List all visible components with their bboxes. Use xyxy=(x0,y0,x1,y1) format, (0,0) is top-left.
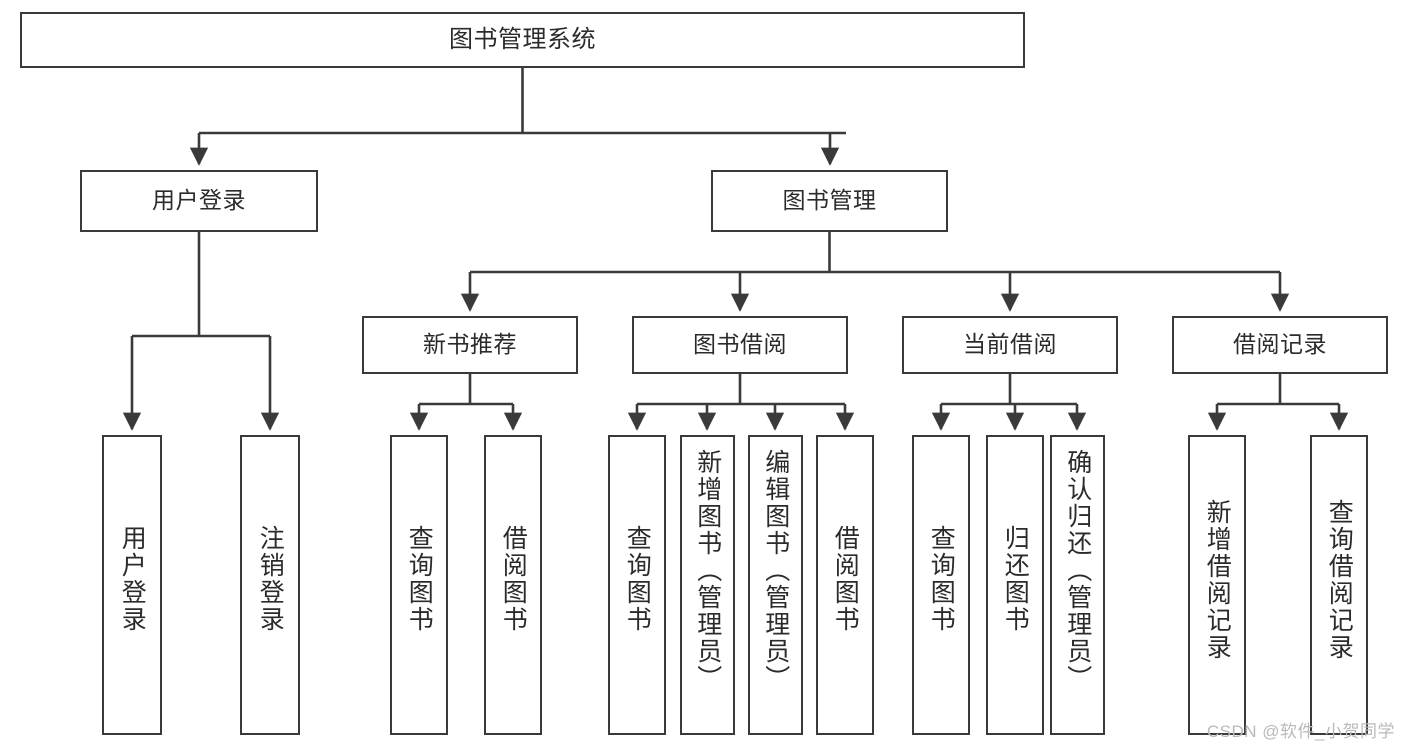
node-leaf-borrow-add-label: 新增图书（管理员） xyxy=(693,449,722,692)
node-current-borrow[interactable]: 当前借阅 xyxy=(902,316,1118,374)
node-current-borrow-label: 当前借阅 xyxy=(963,331,1057,358)
node-leaf-rec-query[interactable]: 查询图书 xyxy=(390,435,448,735)
node-book-manage-label: 图书管理 xyxy=(782,187,877,214)
node-book-borrow[interactable]: 图书借阅 xyxy=(632,316,848,374)
node-leaf-rec-add-label: 新增借阅记录 xyxy=(1203,499,1232,661)
node-leaf-rec-borrow-label: 借阅图书 xyxy=(499,525,528,633)
node-leaf-rec-borrow[interactable]: 借阅图书 xyxy=(484,435,542,735)
node-leaf-user-logout[interactable]: 注销登录 xyxy=(240,435,300,735)
node-book-manage[interactable]: 图书管理 xyxy=(711,170,948,232)
node-borrow-record[interactable]: 借阅记录 xyxy=(1172,316,1388,374)
node-leaf-cur-query-label: 查询图书 xyxy=(927,525,956,633)
node-root-label: 图书管理系统 xyxy=(449,25,596,53)
node-leaf-borrow-edit-label: 编辑图书（管理员） xyxy=(761,449,790,692)
node-leaf-cur-query[interactable]: 查询图书 xyxy=(912,435,970,735)
node-leaf-cur-return[interactable]: 归还图书 xyxy=(986,435,1044,735)
node-leaf-cur-return-label: 归还图书 xyxy=(1001,525,1030,633)
node-leaf-rec-search-label: 查询借阅记录 xyxy=(1325,499,1354,661)
node-new-book-rec[interactable]: 新书推荐 xyxy=(362,316,578,374)
node-leaf-borrow-do[interactable]: 借阅图书 xyxy=(816,435,874,735)
node-book-borrow-label: 图书借阅 xyxy=(693,331,787,358)
node-leaf-user-login-label: 用户登录 xyxy=(118,525,147,633)
node-leaf-borrow-add[interactable]: 新增图书（管理员） xyxy=(680,435,735,735)
node-leaf-rec-add[interactable]: 新增借阅记录 xyxy=(1188,435,1246,735)
node-new-book-rec-label: 新书推荐 xyxy=(423,331,517,358)
node-borrow-record-label: 借阅记录 xyxy=(1233,331,1327,358)
node-root[interactable]: 图书管理系统 xyxy=(20,12,1025,68)
node-leaf-borrow-edit[interactable]: 编辑图书（管理员） xyxy=(748,435,803,735)
node-leaf-cur-confirm[interactable]: 确认归还（管理员） xyxy=(1050,435,1105,735)
node-leaf-borrow-query-label: 查询图书 xyxy=(623,525,652,633)
node-user-login-label: 用户登录 xyxy=(152,187,246,214)
csdn-watermark: CSDN @软件_小贺同学 xyxy=(1206,722,1395,741)
node-leaf-borrow-query[interactable]: 查询图书 xyxy=(608,435,666,735)
node-leaf-rec-query-label: 查询图书 xyxy=(405,525,434,633)
node-leaf-rec-search[interactable]: 查询借阅记录 xyxy=(1310,435,1368,735)
node-leaf-user-logout-label: 注销登录 xyxy=(256,525,285,633)
node-leaf-borrow-do-label: 借阅图书 xyxy=(831,525,860,633)
node-leaf-user-login[interactable]: 用户登录 xyxy=(102,435,162,735)
node-user-login[interactable]: 用户登录 xyxy=(80,170,318,232)
node-leaf-cur-confirm-label: 确认归还（管理员） xyxy=(1063,449,1092,692)
